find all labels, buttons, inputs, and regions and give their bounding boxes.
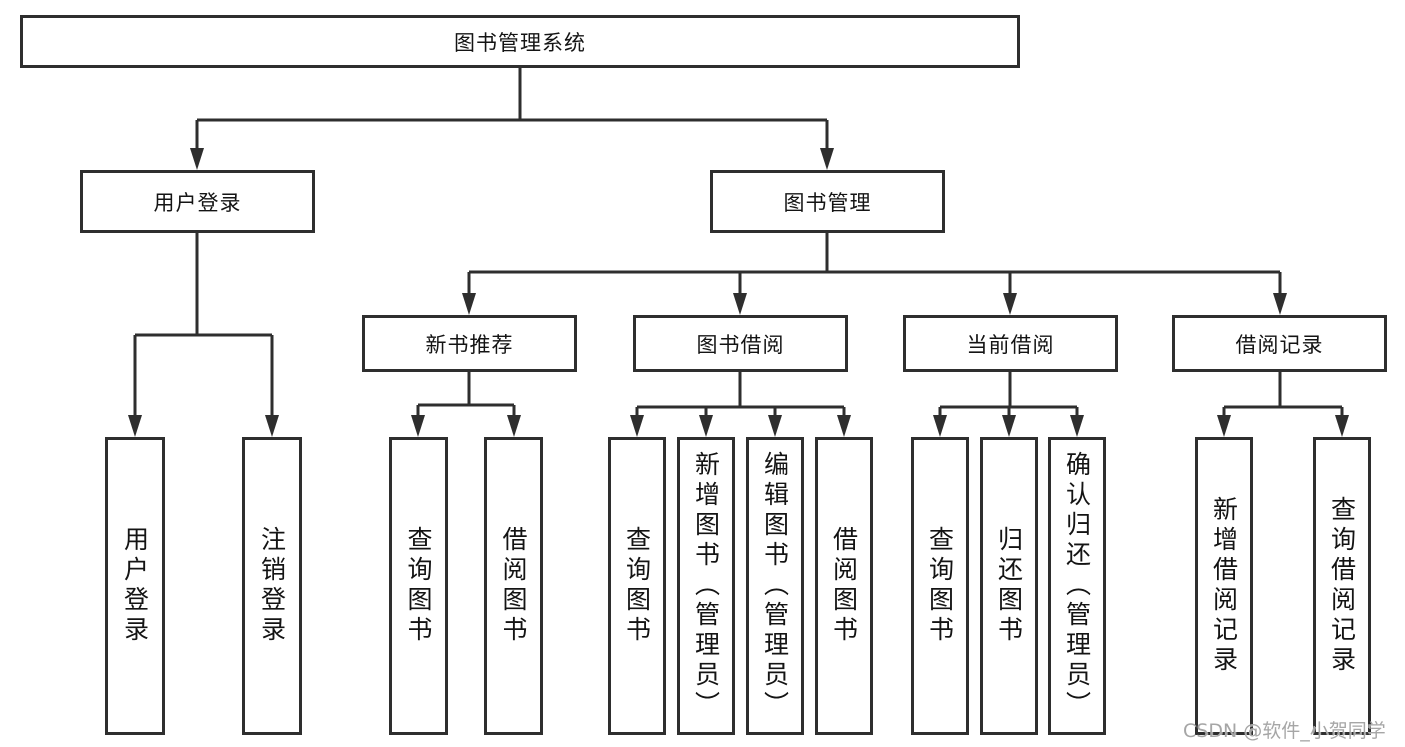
node-new-book-recommend-label: 新书推荐	[425, 332, 514, 357]
node-book-borrow-label: 图书借阅	[696, 332, 785, 357]
leaf-add-borrow-record-label: 新增借阅记录	[1209, 496, 1239, 676]
leaf-recommend-query-book: 查询图书	[389, 437, 448, 735]
node-book-borrow: 图书借阅	[633, 315, 848, 372]
leaf-recommend-borrow-book: 借阅图书	[484, 437, 543, 735]
leaf-borrow-query-book: 查询图书	[608, 437, 666, 735]
leaf-query-borrow-record: 查询借阅记录	[1313, 437, 1371, 735]
node-book-management: 图书管理	[710, 170, 945, 233]
leaf-current-query-book: 查询图书	[911, 437, 969, 735]
leaf-borrow-book: 借阅图书	[815, 437, 873, 735]
node-current-borrow-label: 当前借阅	[966, 332, 1055, 357]
leaf-add-borrow-record: 新增借阅记录	[1195, 437, 1253, 735]
node-root: 图书管理系统	[20, 15, 1020, 68]
leaf-recommend-borrow-book-label: 借阅图书	[499, 526, 528, 646]
node-user-login-label: 用户登录	[153, 190, 242, 215]
leaf-add-book-admin: 新增图书（管理员）	[677, 437, 735, 735]
leaf-logout: 注销登录	[242, 437, 302, 735]
leaf-edit-book-admin: 编辑图书（管理员）	[746, 437, 804, 735]
node-root-label: 图书管理系统	[454, 30, 586, 55]
leaf-logout-label: 注销登录	[257, 526, 287, 646]
node-borrow-records: 借阅记录	[1172, 315, 1387, 372]
node-current-borrow: 当前借阅	[903, 315, 1118, 372]
leaf-user-login-label: 用户登录	[120, 526, 150, 646]
leaf-edit-book-admin-label: 编辑图书（管理员）	[760, 451, 790, 721]
leaf-borrow-query-book-label: 查询图书	[622, 526, 652, 646]
node-book-management-label: 图书管理	[783, 190, 872, 215]
leaf-return-book: 归还图书	[980, 437, 1038, 735]
leaf-recommend-query-book-label: 查询图书	[404, 526, 433, 646]
leaf-confirm-return-admin: 确认归还（管理员）	[1048, 437, 1106, 735]
leaf-add-book-admin-label: 新增图书（管理员）	[691, 451, 721, 721]
csdn-watermark: CSDN @软件_小贺同学	[1183, 720, 1386, 742]
leaf-confirm-return-admin-label: 确认归还（管理员）	[1062, 451, 1092, 721]
node-borrow-records-label: 借阅记录	[1235, 332, 1324, 357]
node-user-login: 用户登录	[80, 170, 315, 233]
leaf-current-query-book-label: 查询图书	[925, 526, 955, 646]
leaf-user-login: 用户登录	[105, 437, 165, 735]
leaf-query-borrow-record-label: 查询借阅记录	[1327, 496, 1357, 676]
leaf-return-book-label: 归还图书	[994, 526, 1024, 646]
leaf-borrow-book-label: 借阅图书	[829, 526, 859, 646]
node-new-book-recommend: 新书推荐	[362, 315, 577, 372]
